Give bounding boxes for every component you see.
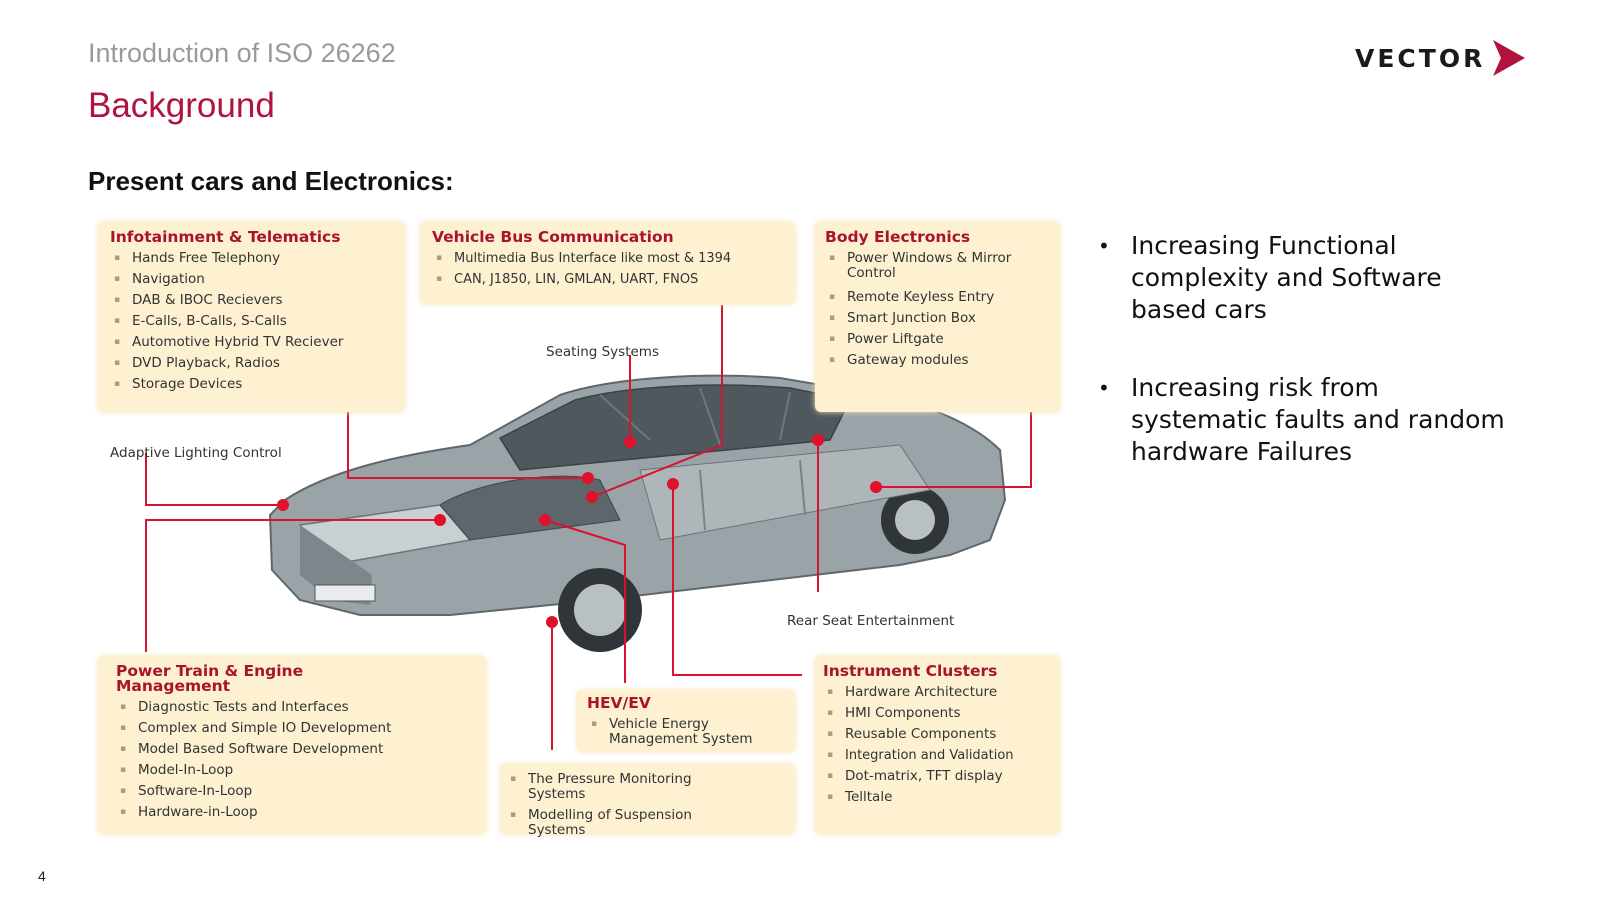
bullet-item: • Increasing Functional complexity and S… xyxy=(1098,230,1518,326)
instrument-clusters-title: Instrument Clusters xyxy=(823,662,998,680)
list-item: Navigation xyxy=(110,272,395,288)
hev-ev-title: HEV/EV xyxy=(587,694,651,712)
chevron-right-icon xyxy=(1493,40,1526,76)
seating-systems-label: Seating Systems xyxy=(546,344,659,360)
list-item: Vehicle Energy Management System xyxy=(587,717,789,747)
list-item: Remote Keyless Entry xyxy=(825,290,1054,306)
vector-logo: VECTOR xyxy=(1355,36,1527,80)
bullet-dot-icon: • xyxy=(1098,376,1110,400)
list-item: DAB & IBOC Recievers xyxy=(110,293,395,309)
hev-ev-box: HEV/EV Vehicle Energy Management System xyxy=(577,690,795,752)
bullet-text: Increasing Functional complexity and Sof… xyxy=(1131,231,1442,324)
list-item: Power Liftgate xyxy=(825,332,1054,348)
list-item: Telltale xyxy=(823,790,1056,806)
list-item: E-Calls, B-Calls, S-Calls xyxy=(110,314,395,330)
list-item: Complex and Simple IO Development xyxy=(116,721,480,737)
adaptive-lighting-label: Adaptive Lighting Control xyxy=(110,445,282,461)
bullet-dot-icon: • xyxy=(1098,234,1110,258)
bullet-list: • Increasing Functional complexity and S… xyxy=(1098,230,1518,514)
power-train-box: Power Train & Engine Management Diagnost… xyxy=(98,656,486,834)
power-train-title: Power Train & Engine Management xyxy=(116,662,304,695)
slide-title: Background xyxy=(88,86,275,125)
infotainment-box: Infotainment & Telematics Hands Free Tel… xyxy=(98,222,405,412)
bullet-item: • Increasing risk from systematic faults… xyxy=(1098,372,1518,468)
list-item: Diagnostic Tests and Interfaces xyxy=(116,700,480,716)
list-item: Power Windows & Mirror Control xyxy=(825,251,1054,281)
list-item: Multimedia Bus Interface like most & 139… xyxy=(432,251,789,266)
vehicle-bus-title: Vehicle Bus Communication xyxy=(432,228,674,246)
list-item: DVD Playback, Radios xyxy=(110,356,395,372)
list-item: Smart Junction Box xyxy=(825,311,1054,327)
vehicle-bus-box: Vehicle Bus Communication Multimedia Bus… xyxy=(420,222,795,304)
presentation-subtitle: Introduction of ISO 26262 xyxy=(88,38,396,68)
list-item: HMI Components xyxy=(823,706,1056,722)
list-item: Hands Free Telephony xyxy=(110,251,395,267)
list-item: Automotive Hybrid TV Reciever xyxy=(110,335,395,351)
page-number: 4 xyxy=(38,868,46,884)
list-item: Modelling of Suspension Systems xyxy=(506,808,738,838)
list-item: Gateway modules xyxy=(825,353,1054,369)
list-item: The Pressure Monitoring Systems xyxy=(506,772,738,802)
list-item: CAN, J1850, LIN, GMLAN, UART, FNOS xyxy=(432,272,789,287)
list-item: Storage Devices xyxy=(110,377,395,393)
body-electronics-box: Body Electronics Power Windows & Mirror … xyxy=(815,222,1060,412)
list-item: Integration and Validation xyxy=(823,748,1056,763)
connector-lines xyxy=(145,305,1032,750)
rear-seat-entertainment-label: Rear Seat Entertainment xyxy=(787,613,955,629)
logo-text: VECTOR xyxy=(1355,43,1486,73)
list-item: Dot-matrix, TFT display xyxy=(823,769,1056,785)
list-item: Model Based Software Development xyxy=(116,742,480,758)
chassis-box: The Pressure Monitoring Systems Modellin… xyxy=(500,764,795,838)
car-illustration xyxy=(268,374,1007,652)
bullet-text: Increasing risk from systematic faults a… xyxy=(1131,373,1505,466)
section-heading: Present cars and Electronics: xyxy=(88,166,454,196)
list-item: Model-In-Loop xyxy=(116,763,480,779)
list-item: Hardware Architecture xyxy=(823,685,1056,701)
infotainment-title: Infotainment & Telematics xyxy=(110,228,341,246)
list-item: Software-In-Loop xyxy=(116,784,480,800)
instrument-clusters-box: Instrument Clusters Hardware Architectur… xyxy=(815,656,1060,834)
list-item: Reusable Components xyxy=(823,727,1056,743)
connector-dots xyxy=(277,434,882,628)
list-item: Hardware-in-Loop xyxy=(116,805,480,821)
body-electronics-title: Body Electronics xyxy=(825,228,971,246)
